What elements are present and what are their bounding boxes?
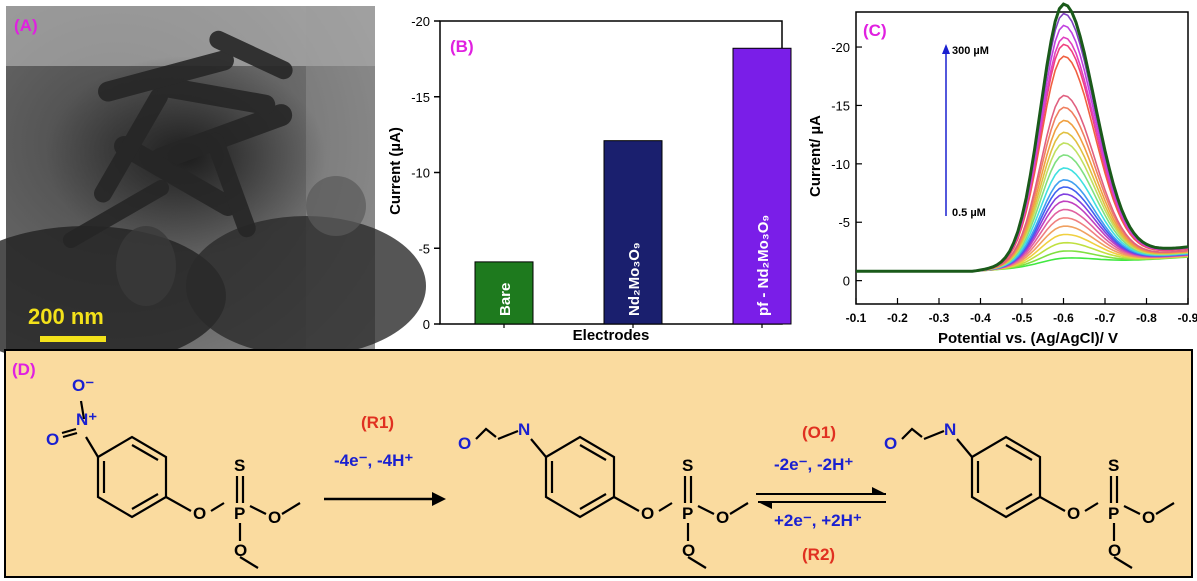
atom-o-nitroso-3: O bbox=[884, 434, 897, 453]
atom-s-3: S bbox=[1108, 456, 1119, 475]
line-chart-axes: -20 -15 -10 -5 0 -0.1 -0.2 -0.3 -0.4 -0.5 -0.6 -0.7… bbox=[831, 11, 1197, 325]
bar-1 bbox=[603, 140, 663, 325]
bar-chart-y-label: Current (µA) bbox=[387, 127, 404, 215]
atom-o-nitroso-2: O bbox=[458, 434, 471, 453]
bar-chart-y-tick-label: -20 bbox=[411, 14, 430, 29]
atom-o-ester-3: O bbox=[1067, 504, 1080, 523]
reaction-r2-label: (R2) bbox=[802, 545, 836, 564]
line-chart-x-tick-label: -0.1 bbox=[846, 311, 867, 325]
panel-label-c: (C) bbox=[863, 21, 887, 40]
tem-image: (A) 200 nm bbox=[0, 6, 426, 366]
atom-o-methoxy-3b: O bbox=[1108, 541, 1121, 560]
bar-label-1: Nd₂Mo₃O₉ bbox=[626, 242, 643, 316]
concentration-arrow-head bbox=[942, 44, 950, 54]
atom-p-1: P bbox=[234, 504, 245, 523]
atom-o-methoxy-2a: O bbox=[716, 508, 729, 527]
atom-n-2: N bbox=[518, 420, 530, 439]
atom-o-methoxy-1a: O bbox=[268, 508, 281, 527]
reaction-scheme: (D) O⁻ N⁺ O O P S O O O N O P S O O O N … bbox=[4, 349, 1193, 578]
reaction-o1-label: (O1) bbox=[802, 423, 836, 442]
atom-s-1: S bbox=[234, 456, 245, 475]
reaction-r1-conditions: -4e⁻, -4H⁺ bbox=[334, 451, 414, 470]
annotation-300uM: 300 µM bbox=[952, 45, 989, 57]
reaction-r1-label: (R1) bbox=[361, 413, 395, 432]
bar-chart-y-tick-label: -10 bbox=[411, 166, 430, 181]
bar-label-2: pf - Nd₂Mo₃O₉ bbox=[755, 215, 772, 316]
tem-texture bbox=[0, 6, 426, 366]
reaction-r2-conditions: +2e⁻, +2H⁺ bbox=[774, 511, 862, 530]
series-line-23 bbox=[856, 2, 1189, 273]
line-chart-x-tick-label: -0.8 bbox=[1136, 311, 1157, 325]
atom-n-plus: N⁺ bbox=[76, 410, 97, 429]
o1-arrow-head bbox=[872, 487, 886, 494]
line-chart-x-tick-label: -0.9 bbox=[1178, 311, 1197, 325]
atom-o-methoxy-1b: O bbox=[234, 541, 247, 560]
atom-p-2: P bbox=[682, 504, 693, 523]
line-chart-y-tick-label: -10 bbox=[831, 157, 850, 172]
line-chart-x-label: Potential vs. (Ag/AgCl)/ V bbox=[938, 330, 1118, 347]
bar-chart-y-tick-label: -5 bbox=[418, 241, 430, 256]
line-chart-y-tick-label: -5 bbox=[838, 215, 850, 230]
panel-label-a: (A) bbox=[14, 16, 38, 35]
bar-chart: -20 -15 -10 -5 0 Bare Nd₂Mo₃O₉ pf - Nd₂Mo₃O₉ (… bbox=[387, 14, 792, 344]
panel-label-b: (B) bbox=[450, 37, 474, 56]
line-chart-x-tick-label: -0.4 bbox=[970, 311, 991, 325]
line-chart-series bbox=[856, 2, 1189, 273]
line-chart-y-tick-label: -20 bbox=[831, 40, 850, 55]
r1-arrow-head bbox=[432, 492, 446, 506]
atom-o-nitro: O bbox=[46, 430, 59, 449]
bar-chart-x-label: Electrodes bbox=[573, 327, 650, 344]
line-chart-x-tick-label: -0.2 bbox=[887, 311, 908, 325]
bar-chart-y-tick-label: -15 bbox=[411, 90, 430, 105]
line-chart-y-tick-label: 0 bbox=[843, 274, 850, 289]
atom-n-3: N bbox=[944, 420, 956, 439]
atom-o-methoxy-2b: O bbox=[682, 541, 695, 560]
atom-p-3: P bbox=[1108, 504, 1119, 523]
bar-2 bbox=[732, 47, 792, 325]
scale-bar-label: 200 nm bbox=[28, 304, 104, 329]
line-chart-x-tick-label: -0.6 bbox=[1053, 311, 1074, 325]
bar-chart-axes: -20 -15 -10 -5 0 bbox=[411, 14, 783, 332]
bar-chart-y-tick-label: 0 bbox=[423, 317, 430, 332]
line-chart-y-label: Current/ µA bbox=[807, 115, 824, 197]
scale-bar bbox=[40, 336, 106, 342]
reaction-o1-conditions: -2e⁻, -2H⁺ bbox=[774, 455, 854, 474]
line-chart: -20 -15 -10 -5 0 -0.1 -0.2 -0.3 -0.4 -0.5 -0.6 -0.7… bbox=[807, 2, 1197, 347]
atom-o-ester-2: O bbox=[641, 504, 654, 523]
atom-s-2: S bbox=[682, 456, 693, 475]
atom-o-methoxy-3a: O bbox=[1142, 508, 1155, 527]
panel-label-d: (D) bbox=[12, 360, 36, 379]
bar-label-0: Bare bbox=[497, 283, 514, 316]
line-chart-x-tick-label: -0.5 bbox=[1012, 311, 1033, 325]
line-chart-x-tick-label: -0.7 bbox=[1095, 311, 1116, 325]
line-chart-x-tick-label: -0.3 bbox=[929, 311, 950, 325]
annotation-0-5uM: 0.5 µM bbox=[952, 207, 986, 219]
reaction-scheme-structures: (D) O⁻ N⁺ O O P S O O O N O P S O O O N … bbox=[12, 360, 1175, 569]
r2-arrow-head bbox=[758, 502, 772, 509]
atom-o-minus: O⁻ bbox=[72, 376, 94, 395]
bar-0 bbox=[474, 261, 534, 325]
atom-o-ester-1: O bbox=[193, 504, 206, 523]
bar-chart-bars: Bare Nd₂Mo₃O₉ pf - Nd₂Mo₃O₉ bbox=[474, 47, 792, 325]
line-chart-y-tick-label: -15 bbox=[831, 98, 850, 113]
